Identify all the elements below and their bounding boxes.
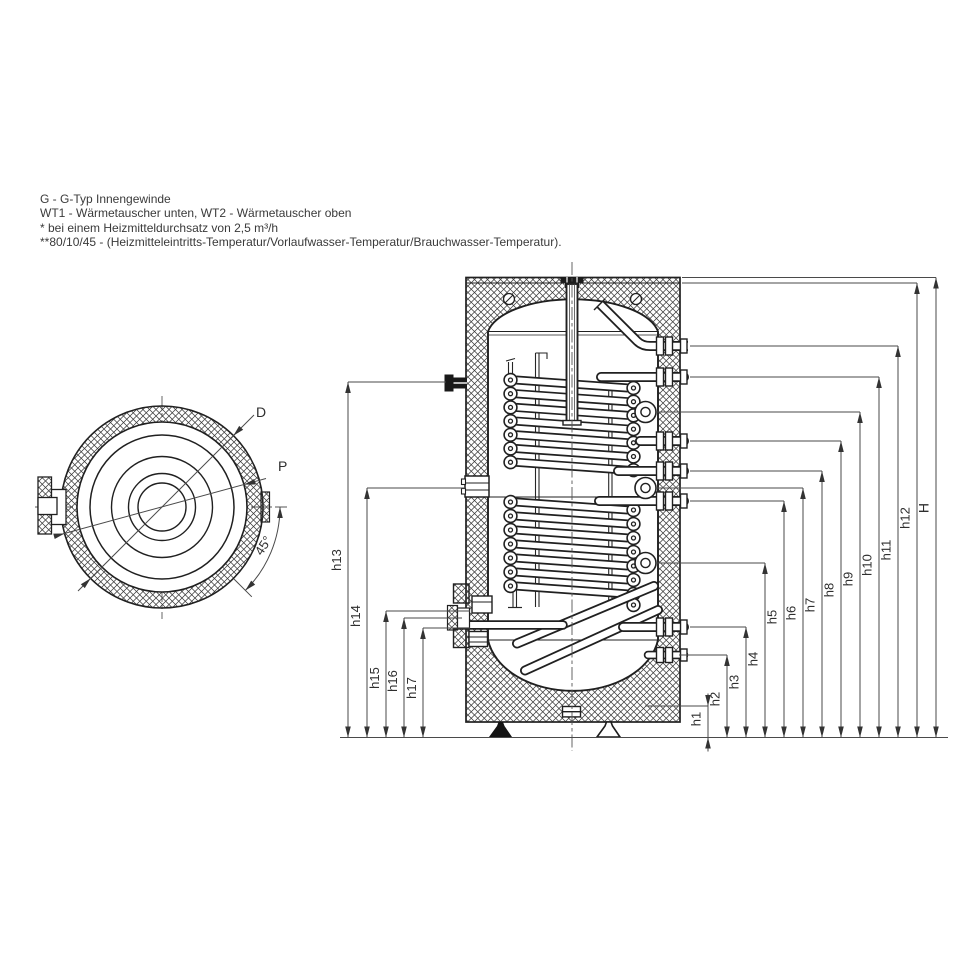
dim-h16: h16 — [385, 617, 462, 738]
left-foot — [489, 722, 512, 737]
sensor-bosses — [634, 400, 657, 575]
svg-text:H: H — [916, 503, 932, 513]
dim-H: H — [682, 277, 939, 738]
svg-text:h4: h4 — [746, 652, 761, 666]
dim-h3: h3 — [690, 626, 749, 738]
dim-h12: h12 — [682, 282, 920, 738]
note-line-4: **80/10/45 - (Heizmitteleintritts-Temper… — [40, 235, 562, 250]
dim-h7: h7 — [690, 470, 825, 738]
tank-section-view — [444, 262, 689, 751]
dim-h15: h15 — [367, 610, 470, 738]
angle-dimension — [233, 506, 283, 598]
diameter-label: D — [256, 404, 266, 420]
dim-h10: h10 — [690, 376, 882, 738]
dim-h17: h17 — [404, 627, 470, 738]
svg-text:h13: h13 — [329, 549, 344, 571]
svg-text:h10: h10 — [860, 554, 875, 576]
dim-h13: h13 — [329, 381, 446, 738]
svg-text:h7: h7 — [803, 598, 818, 612]
svg-text:h15: h15 — [367, 667, 382, 689]
pitch-label: P — [278, 458, 287, 474]
notes-block: G - G-Typ Innengewinde WT1 - Wärmetausch… — [40, 192, 562, 250]
right-stub-fitting — [260, 491, 271, 523]
heat-exchanger-coil-lower — [504, 496, 640, 613]
dim-h8: h8 — [690, 440, 844, 738]
left-plug-fitting — [444, 374, 467, 392]
svg-text:h5: h5 — [765, 610, 780, 624]
svg-text:h3: h3 — [727, 675, 742, 689]
dim-h2: h2 — [679, 654, 730, 738]
svg-text:h11: h11 — [879, 540, 894, 561]
dim-h1: h1 — [645, 693, 711, 752]
top-view: D P 45° — [35, 396, 287, 619]
svg-text:h12: h12 — [898, 507, 913, 529]
note-line-2: WT1 - Wärmetauscher unten, WT2 - Wärmeta… — [40, 206, 352, 221]
dim-h11: h11 — [690, 345, 901, 738]
svg-text:h14: h14 — [348, 605, 363, 627]
dim-h4: h4 — [657, 562, 768, 738]
dim-h14: h14 — [348, 487, 466, 738]
cover-screws — [502, 292, 643, 306]
right-foot — [595, 721, 622, 738]
dim-h6: h6 — [657, 487, 806, 738]
svg-text:h6: h6 — [784, 606, 799, 620]
right-nozzle-flanges — [655, 336, 688, 664]
tank-wall-circle — [89, 434, 235, 580]
svg-text:h16: h16 — [385, 670, 400, 692]
bottom-drain-fitting — [561, 705, 582, 718]
note-line-1: G - G-Typ Innengewinde — [40, 192, 171, 206]
svg-text:h9: h9 — [841, 572, 856, 586]
note-line-3: * bei einem Heizmitteldurchsatz von 2,5 … — [40, 220, 279, 235]
pitch-dimension — [53, 478, 267, 540]
left-flange-port — [460, 475, 490, 498]
dimension-lines: h1 h2 h3 h4 h5 — [329, 277, 948, 752]
dim-h9: h9 — [657, 411, 863, 738]
svg-text:h2: h2 — [708, 692, 723, 706]
diameter-dimension — [77, 414, 255, 592]
side-flange — [37, 476, 67, 535]
dim-h5: h5 — [690, 500, 787, 738]
svg-text:h17: h17 — [404, 677, 419, 699]
center-port-circle — [137, 482, 187, 532]
svg-text:h1: h1 — [689, 712, 704, 726]
svg-text:h8: h8 — [822, 583, 837, 597]
